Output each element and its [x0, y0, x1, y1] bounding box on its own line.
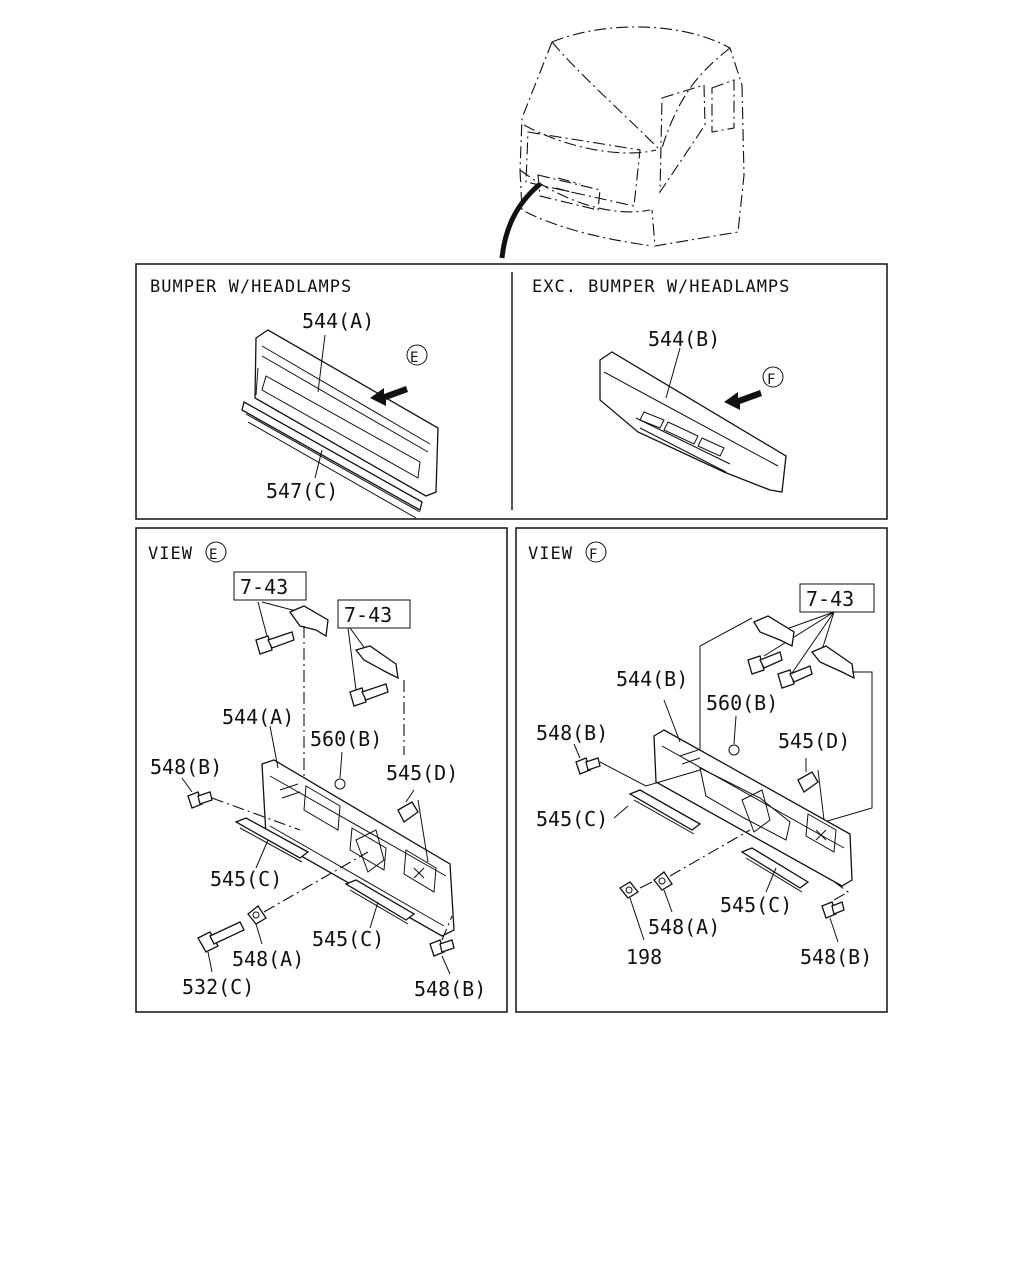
label-545d-view-e: 545(D): [386, 761, 458, 785]
view-f-marker-letter: F: [767, 372, 775, 388]
clip-560b-f-icon: [728, 744, 740, 756]
leader-544b: [665, 347, 681, 399]
truck-cab-illustration: [499, 26, 745, 259]
view-e-title-marker-icon: [205, 541, 227, 563]
label-198-view-f: 198: [626, 945, 662, 969]
label-548b-right-view-f: 548(B): [800, 945, 872, 969]
label-548b-left-view-f: 548(B): [536, 721, 608, 745]
label-532c-view-e: 532(C): [182, 975, 254, 999]
bolt-548b-left-icon: [187, 791, 213, 809]
clip-548a-icon: [247, 905, 267, 925]
ref-label-7-43: 7-43: [806, 587, 854, 611]
ref-box-7-43: [799, 583, 875, 613]
label-545c-left-view-f: 545(C): [536, 807, 608, 831]
panel-header: EXC. BUMPER W/HEADLAMPS: [532, 277, 790, 297]
ref-label-7-43-b: 7-43: [344, 603, 392, 627]
view-e-frame: [135, 527, 508, 1013]
view-e-title-letter: E: [209, 547, 217, 563]
panel-bumper-with-headlamps: BUMPER W/HEADLAMPS 544(A) 547(C) E: [135, 263, 888, 520]
bracket-545d-icon: [397, 801, 419, 823]
grille-544a-drawing: [254, 329, 439, 497]
leader-547c: [314, 449, 323, 479]
view-e-marker-icon: [406, 344, 428, 366]
strip-545c-left-f-drawing: [628, 789, 702, 835]
bolt-upper-a-icon: [255, 631, 295, 655]
view-e-header: VIEW: [148, 544, 193, 564]
strip-545c-right-f-drawing: [740, 847, 810, 893]
label-544b: 544(B): [648, 327, 720, 351]
label-545c-right-view-e: 545(C): [312, 927, 384, 951]
bracket-upper-b: [354, 645, 405, 755]
leader-544a-view-e: [269, 725, 279, 769]
view-f-title-letter: F: [589, 547, 597, 563]
panel-exc-bumper-with-headlamps: EXC. BUMPER W/HEADLAMPS 544(B) F: [532, 277, 790, 493]
label-548b-right-view-e: 548(B): [414, 977, 486, 1001]
bracket-upper-right-f: [810, 645, 855, 680]
label-548a-view-e: 548(A): [232, 947, 304, 971]
bolt-548b-right-f-icon: [821, 901, 845, 919]
view-f-title-marker-icon: [585, 541, 607, 563]
bolt-548b-left-f-icon: [575, 757, 601, 775]
bolt-upper-left-f-icon: [747, 651, 783, 675]
label-560b-view-f: 560(B): [706, 691, 778, 715]
bolt-532c-icon: [197, 921, 245, 953]
grille-544b-drawing: [599, 351, 787, 493]
label-544a-view-e: 544(A): [222, 705, 294, 729]
panel-view-e: VIEW E 7-43 7-43: [135, 527, 508, 1013]
ref-box-7-43-b: [337, 599, 411, 629]
label-545c-right-view-f: 545(C): [720, 893, 792, 917]
bolt-upper-b-icon: [349, 683, 389, 707]
label-544b-view-f: 544(B): [616, 667, 688, 691]
bracket-upper-left-f: [753, 615, 795, 647]
view-f-marker-icon: [762, 366, 784, 388]
strip-545c-right-drawing: [344, 879, 416, 925]
panel-view-f: VIEW F 7-43 54: [515, 527, 888, 1013]
leader-544a: [317, 334, 326, 393]
view-f-frame: [515, 527, 888, 1013]
view-e-marker-letter: E: [410, 350, 418, 366]
label-548a-view-f: 548(A): [648, 915, 720, 939]
label-548b-left-view-e: 548(B): [150, 755, 222, 779]
label-560b-view-e: 560(B): [310, 727, 382, 751]
view-e-arrow-icon: [370, 386, 408, 406]
bracket-545d-f-icon: [797, 771, 819, 793]
label-544a: 544(A): [302, 309, 374, 333]
nut-198-icon: [619, 881, 639, 899]
grille-544b-rear: [653, 729, 853, 887]
strip-547c-drawing: [241, 401, 423, 519]
ref-label-7-43-a: 7-43: [240, 575, 288, 599]
clip-548a-f-icon: [653, 871, 673, 891]
label-545c-left-view-e: 545(C): [210, 867, 282, 891]
bolt-upper-right-f-icon: [777, 665, 813, 689]
bracket-upper-a: [289, 605, 329, 790]
view-f-header: VIEW: [528, 544, 573, 564]
label-547c: 547(C): [266, 479, 338, 503]
label-545d-view-f: 545(D): [778, 729, 850, 753]
panel-header: BUMPER W/HEADLAMPS: [150, 277, 352, 297]
clip-560b-icon: [334, 778, 346, 790]
strip-545c-left-drawing: [234, 817, 310, 863]
view-f-arrow-icon: [724, 390, 762, 410]
ref-box-7-43-a: [233, 571, 307, 601]
top-panel-frame: [135, 263, 888, 520]
bolt-548b-right-icon: [429, 939, 455, 957]
